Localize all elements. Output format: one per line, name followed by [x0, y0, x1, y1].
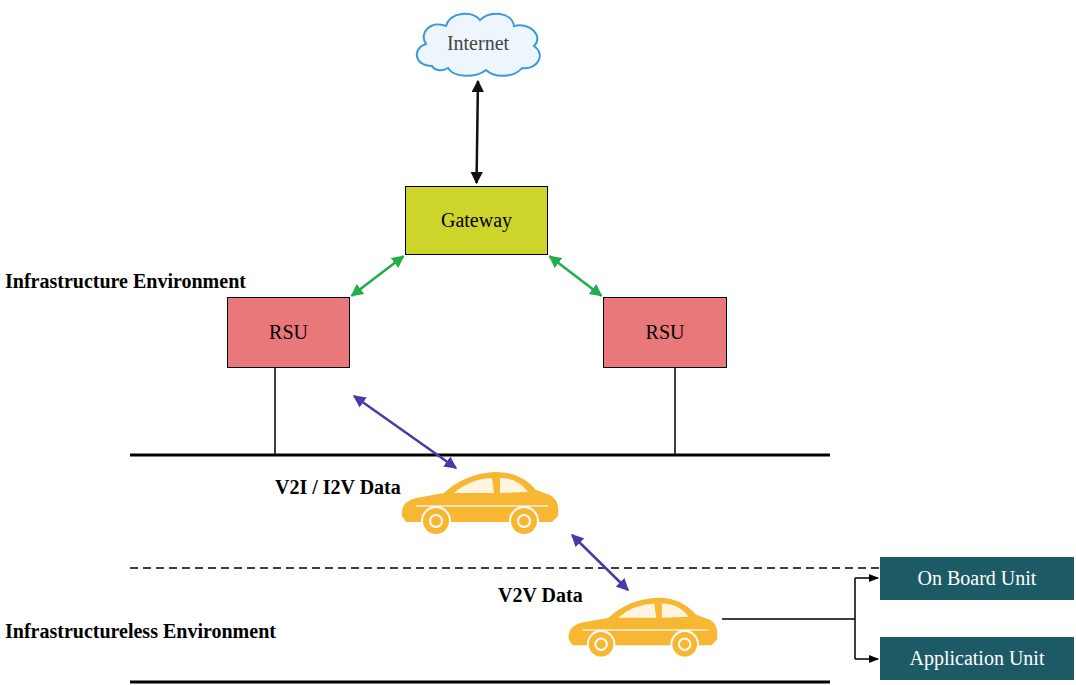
rsu-post — [274, 368, 276, 455]
node-text: RSU — [646, 321, 685, 344]
node-text: RSU — [269, 321, 308, 344]
unit-branch — [722, 578, 855, 659]
connector-arrow — [352, 256, 404, 296]
connector-arrow — [550, 256, 602, 296]
region-label: Infrastructure Environment — [5, 270, 246, 293]
region-label: Infrastructureless Environment — [5, 620, 276, 643]
node-text: On Board Unit — [918, 567, 1037, 590]
gateway-box: Gateway — [405, 186, 548, 255]
region-label: V2I / I2V Data — [275, 476, 401, 499]
car — [569, 598, 718, 658]
unit-arrow — [855, 658, 878, 660]
lane-divider — [130, 567, 1000, 569]
unit-box: Application Unit — [880, 637, 1074, 680]
cloud-node: Internet — [410, 8, 546, 78]
connector-arrow — [477, 81, 478, 183]
node-text: Internet — [447, 32, 509, 55]
region-label: V2V Data — [498, 584, 583, 607]
road-line — [130, 454, 830, 457]
car — [402, 472, 559, 535]
v2i-arrow — [354, 396, 456, 468]
node-text: Application Unit — [910, 647, 1045, 670]
node-text: Gateway — [441, 209, 512, 232]
rsu-box: RSU — [227, 297, 350, 368]
unit-arrow — [855, 577, 878, 579]
unit-box: On Board Unit — [880, 557, 1074, 600]
v2v-arrow — [572, 535, 628, 590]
rsu-box: RSU — [603, 297, 727, 368]
rsu-post — [674, 368, 676, 455]
road-line — [130, 681, 830, 684]
